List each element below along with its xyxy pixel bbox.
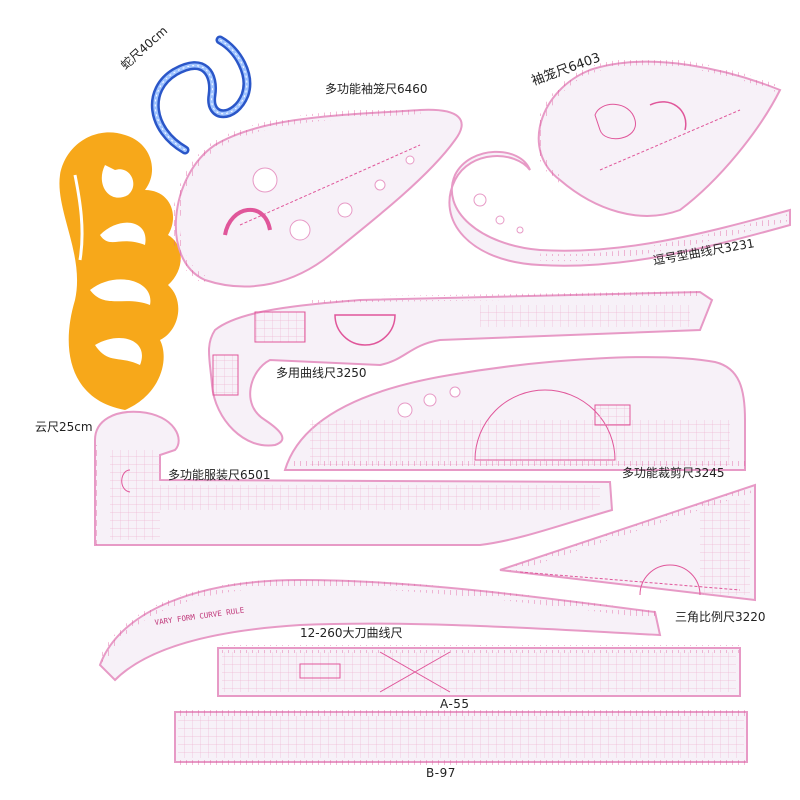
french-curve-ruler: VARY FORM CURVE RULE (98, 578, 662, 682)
label-armhole-6460: 多功能袖笼尺6460 (325, 82, 428, 96)
straight-ruler-a55 (217, 645, 741, 697)
label-a55: A-55 (440, 697, 470, 711)
label-clothing-6501: 多功能服装尺6501 (168, 468, 271, 482)
snake-ruler (150, 35, 252, 155)
multi-curve-ruler-3250 (208, 290, 714, 447)
label-triangle-3220: 三角比例尺3220 (675, 610, 766, 624)
comma-curve-ruler-3231 (448, 150, 791, 267)
cutting-ruler-3245 (283, 356, 746, 471)
label-b97: B-97 (426, 766, 456, 780)
label-cutting-3245: 多功能裁剪尺3245 (622, 466, 725, 480)
cloud-ruler (59, 132, 181, 411)
armhole-ruler-6403 (535, 58, 782, 217)
label-french-curve: 12-260大刀曲线尺 (300, 626, 403, 640)
label-multi-3250: 多用曲线尺3250 (276, 366, 367, 380)
triangle-ruler-3220 (499, 483, 756, 602)
label-cloud-ruler: 云尺25cm (35, 420, 93, 434)
armhole-ruler-6460 (171, 106, 463, 288)
clothing-ruler-6501 (93, 410, 614, 546)
straight-ruler-b97 (174, 709, 748, 765)
